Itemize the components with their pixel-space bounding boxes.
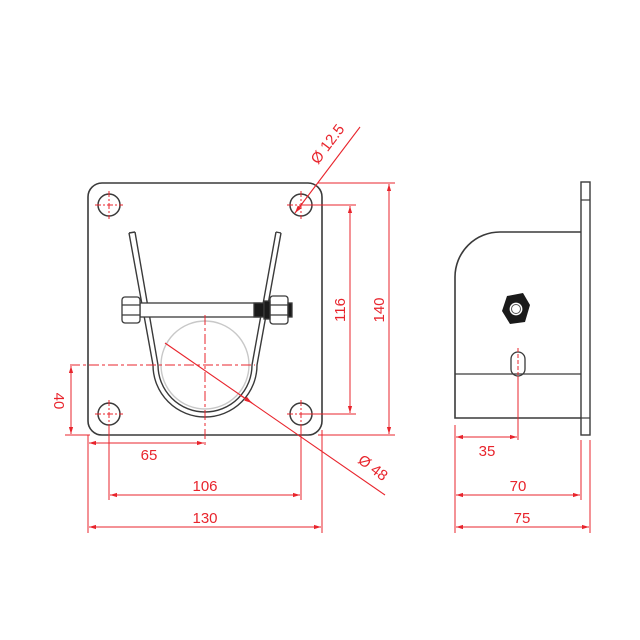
- dim-pipe-center-offset-label: 65: [141, 447, 158, 464]
- side-view: 35 70 75: [454, 181, 591, 533]
- nut: [269, 295, 289, 325]
- dim-plate-height: [318, 182, 395, 436]
- clamp-body-profile: [454, 231, 581, 419]
- dim-pipe-center-offset: [87, 435, 204, 533]
- dim-plate-width: [89, 430, 323, 533]
- bolt: [121, 295, 293, 325]
- dim-hole-spacing-vertical: [301, 204, 356, 415]
- pipe-centerlines: [70, 315, 255, 445]
- bolt-thread: [253, 302, 265, 318]
- dim-pipe-center-height: [65, 366, 90, 436]
- dim-pipe-center-height-label: 40: [50, 393, 67, 410]
- dim-hole-spacing-horizontal-label: 106: [192, 478, 217, 495]
- dim-plate-height-label: 140: [371, 297, 388, 322]
- washer: [263, 300, 271, 320]
- dim-body-depth-label: 70: [510, 478, 527, 495]
- front-view: Ø 12.5 Ø 48 116 140 40: [50, 121, 395, 533]
- dim-pipe-diameter-label: Ø 48: [355, 452, 391, 485]
- wall-plate-edge: [580, 181, 591, 436]
- dim-hole-spacing-horizontal: [108, 425, 302, 500]
- dim-hole-spacing-vertical-label: 116: [332, 298, 349, 322]
- dim-slot-offset-label: 35: [479, 443, 496, 460]
- dim-plate-width-label: 130: [192, 510, 217, 527]
- bolt-head: [121, 296, 141, 324]
- dim-hole-diameter: Ø 12.5: [294, 121, 361, 214]
- bolt-shank: [139, 302, 261, 318]
- dim-overall-depth-label: 75: [514, 510, 531, 527]
- dim-hole-diameter-label: Ø 12.5: [308, 121, 349, 167]
- dim-pipe-diameter: Ø 48: [164, 342, 391, 496]
- dim-overall-depth: [456, 440, 591, 533]
- dim-body-depth: [456, 440, 582, 500]
- side-nut: [502, 293, 530, 324]
- dim-slot-offset: [454, 376, 519, 533]
